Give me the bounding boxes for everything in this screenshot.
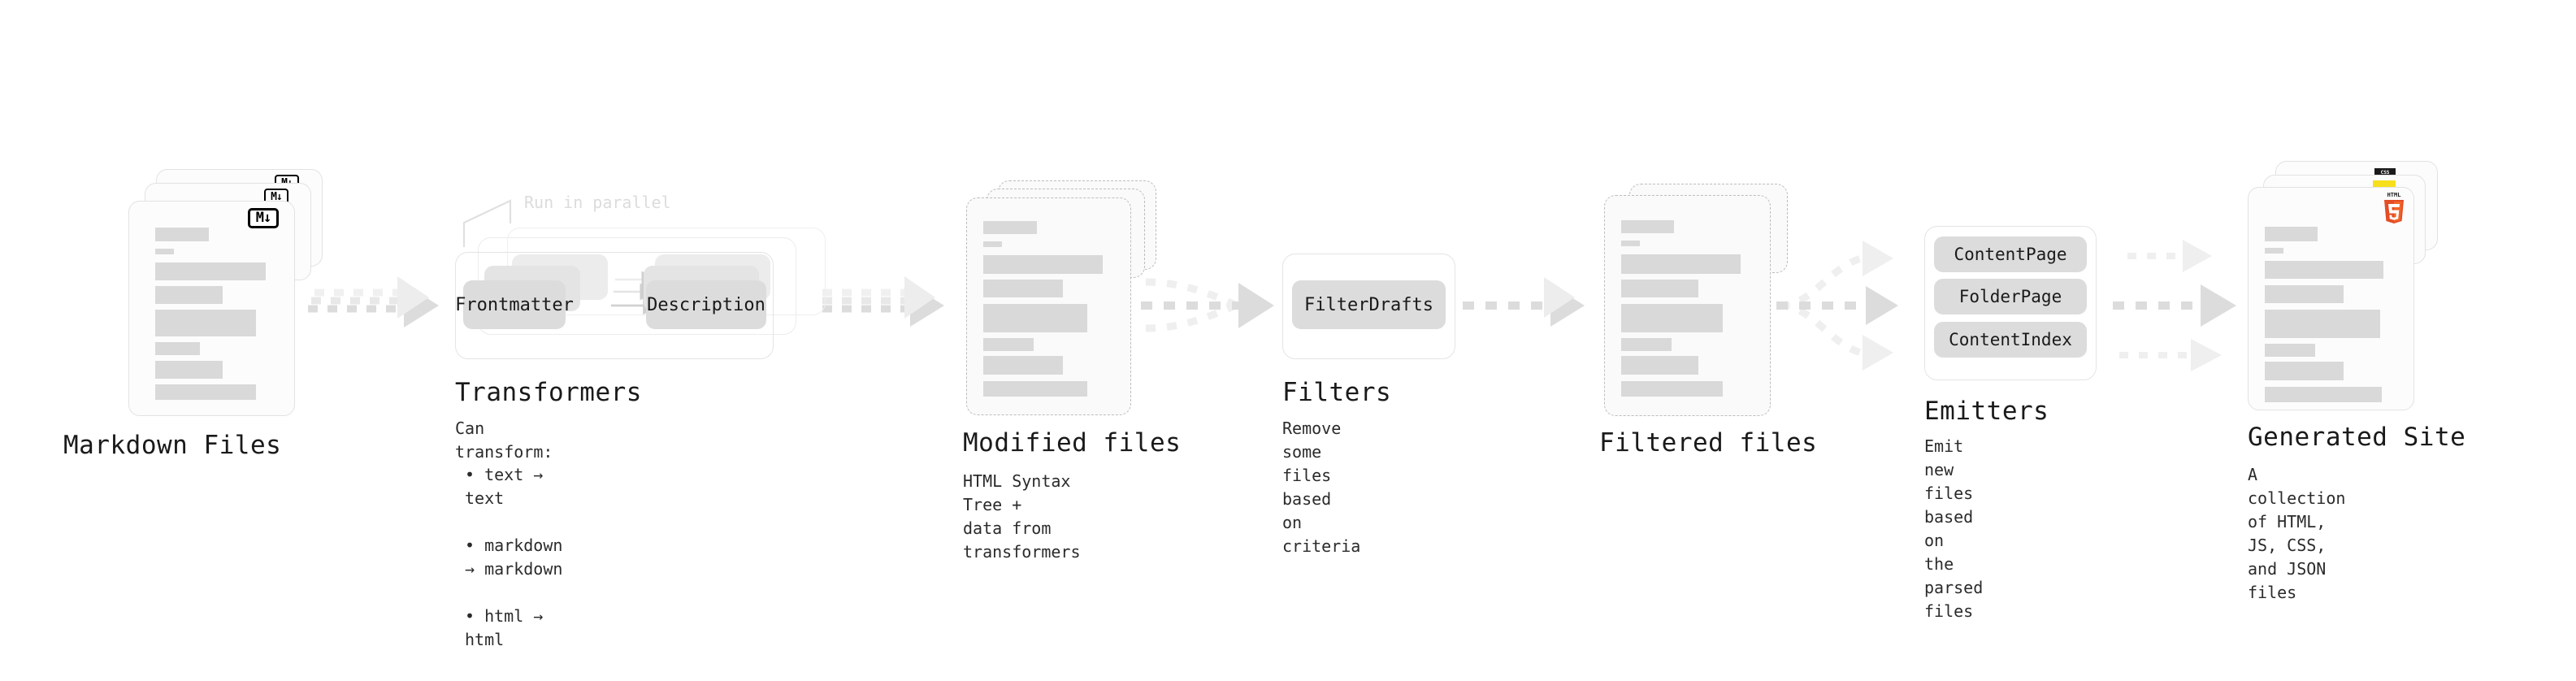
placeholder-bar [2265,285,2344,303]
transformers-subtitle: Can transform: [455,419,553,462]
placeholder-bar [1621,356,1698,375]
markdown-card-content [129,202,294,415]
placeholder-bar [983,356,1063,375]
emitter-pill-folderpage[interactable]: FolderPage [1934,279,2087,314]
emitters-box [1924,226,2097,380]
stage-title-markdown-files: Markdown Files [63,431,282,460]
placeholder-bar [155,228,209,241]
placeholder-bar [155,342,200,355]
emitter-pill-contentindex[interactable]: ContentIndex [1934,322,2087,358]
markdown-card-front [128,201,295,416]
site-card-front [2248,187,2414,410]
modified-card-front [966,197,1131,415]
stage-title-filters: Filters [1282,378,1392,407]
placeholder-bar [1621,220,1674,233]
transformers-box-front [455,252,774,359]
placeholder-bar [2265,344,2315,357]
placeholder-bar [2265,310,2380,338]
placeholder-bar [983,304,1087,332]
stage-title-modified-files: Modified files [963,428,1182,458]
svg-text:HTML: HTML [2387,192,2401,198]
stage-title-filtered-files: Filtered files [1599,428,1818,458]
stage-title-emitters: Emitters [1924,397,2049,426]
placeholder-bar [155,310,256,336]
placeholder-bar [983,241,1002,247]
bullet-text: markdown → markdown [465,536,563,579]
placeholder-bar [2265,362,2344,380]
placeholder-bar [983,381,1087,397]
stage-title-transformers: Transformers [455,378,642,407]
placeholder-bar [1621,254,1741,274]
placeholder-bar [2265,387,2382,402]
run-in-parallel-label: Run in parallel [524,193,671,212]
arrow-filters-to-filtered [1463,277,1585,327]
placeholder-bar [983,255,1103,274]
placeholder-bar [155,384,256,400]
stage-title-generated-site: Generated Site [2248,423,2466,452]
emitter-pill-contentpage[interactable]: ContentPage [1934,236,2087,272]
filtered-card-content [1605,196,1770,415]
placeholder-bar [1621,280,1698,297]
bullet-text: text → text [465,465,544,508]
site-card-content [2249,188,2413,410]
placeholder-bar [155,249,174,254]
placeholder-bar [983,221,1037,234]
arrow-transformers-to-modified [822,276,944,327]
placeholder-bar [155,361,223,379]
html5-badge-icon: HTML [2384,192,2404,223]
transformers-bullet-item: • html → html [465,581,562,652]
arrow-markdown-to-transformers [308,276,439,327]
transformers-bullet-item: • markdown → markdown [465,510,562,581]
modified-files-subtitle: HTML Syntax Tree + data from transformer… [963,471,1081,562]
bullet-dot: • [465,606,485,626]
filter-pill-filterdrafts[interactable]: FilterDrafts [1292,280,1446,329]
placeholder-bar [2265,261,2383,279]
placeholder-bar [1621,381,1723,397]
placeholder-bar [1621,241,1640,246]
placeholder-bar [2265,248,2283,254]
arrow-filtered-to-emitters [1776,241,1898,371]
placeholder-bar [2265,227,2318,241]
placeholder-bar [155,262,266,280]
placeholder-bar [983,280,1063,297]
arrow-emitters-to-site [2113,240,2236,371]
placeholder-bar [155,286,223,304]
transformer-pill-frontmatter[interactable]: Frontmatter [455,280,574,329]
placeholder-bar [983,338,1034,351]
transformers-bullet-list: • text → text • markdown → markdown • ht… [465,440,562,652]
transformers-bullet-item: • text → text [465,440,562,510]
placeholder-bar [1621,338,1672,351]
emitters-subtitle: Emit new files based on the parsed files [1924,436,1984,621]
transformer-pill-description[interactable]: Description [646,280,766,329]
filters-subtitle: Remove some files based on criteria [1282,419,1361,556]
bullet-text: html → html [465,606,544,649]
filtered-card-front [1604,195,1771,416]
bullet-dot: • [465,536,485,555]
markdown-badge-front: M↓ [248,208,279,228]
generated-site-subtitle: A collection of HTML, JS, CSS, and JSON … [2248,465,2346,602]
filters-box [1282,254,1455,359]
html5-badge: HTML [2381,190,2407,224]
bullet-dot: • [465,465,485,484]
modified-card-content [967,198,1130,414]
svg-text:CSS: CSS [2381,170,2390,176]
placeholder-bar [1621,304,1723,332]
arrow-modified-to-filters [1141,278,1274,332]
